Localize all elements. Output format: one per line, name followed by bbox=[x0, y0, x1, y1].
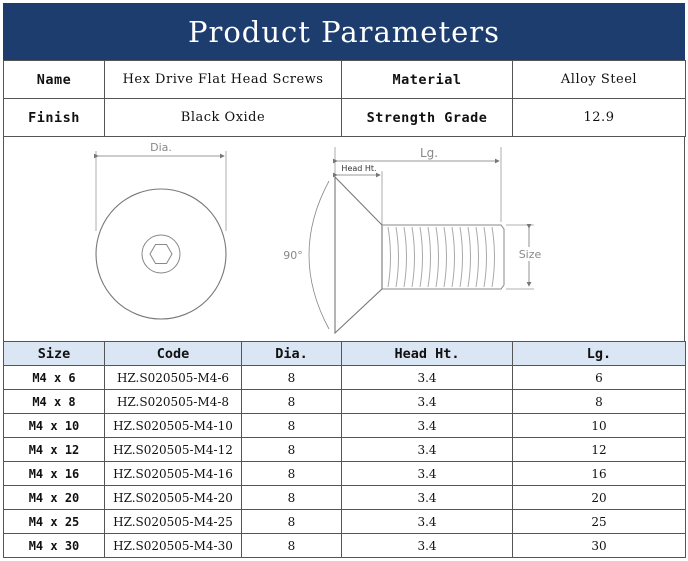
dia-cell: 8 bbox=[241, 437, 342, 462]
dia-cell: 8 bbox=[241, 533, 342, 558]
name-label: Name bbox=[3, 60, 105, 99]
dia-cell: 8 bbox=[241, 461, 342, 486]
dia-cell: 8 bbox=[241, 365, 342, 390]
dia-cell: 8 bbox=[241, 389, 342, 414]
finish-label: Finish bbox=[3, 98, 105, 137]
code-cell: HZ.S020505-M4-25 bbox=[104, 509, 242, 534]
size-cell: M4 x 25 bbox=[3, 509, 105, 534]
material-label: Material bbox=[341, 60, 513, 99]
head-ht-cell: 3.4 bbox=[341, 365, 513, 390]
column-header-head-ht: Head Ht. bbox=[341, 341, 513, 366]
head-ht-cell: 3.4 bbox=[341, 533, 513, 558]
parameters-row: Finish Black Oxide Strength Grade 12.9 bbox=[3, 98, 686, 137]
code-cell: HZ.S020505-M4-8 bbox=[104, 389, 242, 414]
column-header-code: Code bbox=[104, 341, 242, 366]
code-cell: HZ.S020505-M4-10 bbox=[104, 413, 242, 438]
dia-cell: 8 bbox=[241, 413, 342, 438]
head-height-dimension-label: Head Ht. bbox=[341, 164, 376, 173]
screw-shank bbox=[382, 224, 505, 290]
strength-grade-value: 12.9 bbox=[512, 98, 686, 137]
page-title: Product Parameters bbox=[3, 3, 685, 60]
screw-drawing: Dia. Lg. Head Ht. 90° bbox=[94, 141, 546, 335]
length-cell: 10 bbox=[512, 413, 686, 438]
dia-cell: 8 bbox=[241, 509, 342, 534]
size-cell: M4 x 10 bbox=[3, 413, 105, 438]
length-cell: 30 bbox=[512, 533, 686, 558]
column-header-lg: Lg. bbox=[512, 341, 686, 366]
length-cell: 8 bbox=[512, 389, 686, 414]
size-cell: M4 x 16 bbox=[3, 461, 105, 486]
head-ht-cell: 3.4 bbox=[341, 437, 513, 462]
table-header-row: Size Code Dia. Head Ht. Lg. bbox=[3, 341, 686, 366]
top-view: Dia. bbox=[94, 141, 227, 320]
head-ht-cell: 3.4 bbox=[341, 413, 513, 438]
size-cell: M4 x 30 bbox=[3, 533, 105, 558]
dia-cell: 8 bbox=[241, 485, 342, 510]
screw-head-circle bbox=[95, 188, 227, 320]
code-cell: HZ.S020505-M4-20 bbox=[104, 485, 242, 510]
size-dimension-label: Size bbox=[519, 248, 542, 261]
length-cell: 25 bbox=[512, 509, 686, 534]
head-ht-cell: 3.4 bbox=[341, 389, 513, 414]
parameters-row: Name Hex Drive Flat Head Screws Material… bbox=[3, 60, 686, 99]
length-cell: 12 bbox=[512, 437, 686, 462]
code-cell: HZ.S020505-M4-6 bbox=[104, 365, 242, 390]
length-cell: 20 bbox=[512, 485, 686, 510]
screw-diagram: Dia. Lg. Head Ht. 90° bbox=[3, 136, 685, 342]
length-cell: 6 bbox=[512, 365, 686, 390]
code-cell: HZ.S020505-M4-16 bbox=[104, 461, 242, 486]
strength-grade-label: Strength Grade bbox=[341, 98, 513, 137]
side-view: Lg. Head Ht. 90° Size bbox=[283, 146, 546, 335]
size-cell: M4 x 6 bbox=[3, 365, 105, 390]
column-header-size: Size bbox=[3, 341, 105, 366]
length-cell: 16 bbox=[512, 461, 686, 486]
head-ht-cell: 3.4 bbox=[341, 461, 513, 486]
screw-threads bbox=[387, 226, 495, 288]
column-header-dia: Dia. bbox=[241, 341, 342, 366]
finish-value: Black Oxide bbox=[104, 98, 342, 137]
length-dimension-label: Lg. bbox=[420, 146, 438, 160]
code-cell: HZ.S020505-M4-30 bbox=[104, 533, 242, 558]
hex-socket-icon bbox=[149, 244, 173, 264]
screw-head-profile bbox=[334, 175, 383, 335]
size-cell: M4 x 20 bbox=[3, 485, 105, 510]
name-value: Hex Drive Flat Head Screws bbox=[104, 60, 342, 99]
dia-dimension-label: Dia. bbox=[150, 141, 172, 154]
material-value: Alloy Steel bbox=[512, 60, 686, 99]
parameters-table: Name Hex Drive Flat Head Screws Material… bbox=[3, 60, 686, 137]
size-cell: M4 x 12 bbox=[3, 437, 105, 462]
size-cell: M4 x 8 bbox=[3, 389, 105, 414]
code-cell: HZ.S020505-M4-12 bbox=[104, 437, 242, 462]
head-ht-cell: 3.4 bbox=[341, 509, 513, 534]
head-ht-cell: 3.4 bbox=[341, 485, 513, 510]
socket-circle bbox=[141, 234, 181, 274]
angle-dimension-label: 90° bbox=[283, 249, 303, 262]
